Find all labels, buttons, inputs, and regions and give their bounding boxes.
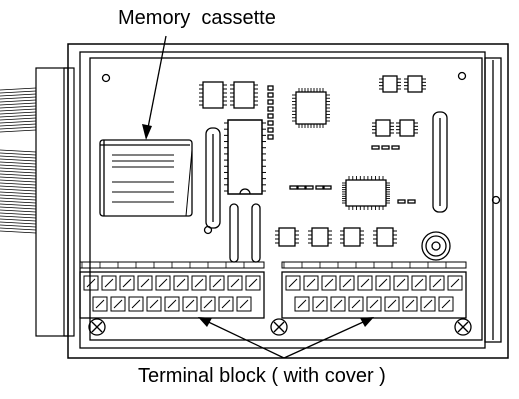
resistor <box>397 199 406 204</box>
ic-chips <box>199 75 426 247</box>
terminal-screw <box>285 275 301 291</box>
terminal-screw <box>321 275 337 291</box>
terminal-screw <box>294 296 310 312</box>
dip-chip-small <box>373 227 397 247</box>
socket-left <box>205 127 221 229</box>
terminal-screw <box>339 275 355 291</box>
ribbon-cable <box>0 67 75 337</box>
terminal-screw <box>83 275 99 291</box>
dip-chip-small <box>372 119 394 137</box>
terminal-screw <box>218 296 234 312</box>
terminal-screw <box>375 275 391 291</box>
terminal-screw <box>227 275 243 291</box>
resistor <box>407 199 416 204</box>
resistor <box>267 127 274 133</box>
terminal-screw <box>110 296 126 312</box>
resistor <box>267 85 274 91</box>
dip-chip-small <box>340 227 364 247</box>
resistor <box>267 134 274 140</box>
small-components <box>267 85 416 204</box>
terminal-screw <box>101 275 117 291</box>
terminal-screw <box>384 296 400 312</box>
terminal-screw <box>173 275 189 291</box>
resistor <box>289 185 298 190</box>
dip-chip-small <box>396 119 418 137</box>
socket-right <box>432 111 448 213</box>
terminal-screw <box>182 296 198 312</box>
qfp-chip <box>292 88 330 128</box>
mounting-hole <box>457 71 467 81</box>
terminal-screw <box>348 296 364 312</box>
terminal-screw <box>447 275 463 291</box>
terminal-screw <box>146 296 162 312</box>
resistor <box>371 145 380 150</box>
dip-chip-small <box>308 227 332 247</box>
terminal-screw <box>438 296 454 312</box>
terminal-body <box>79 271 265 319</box>
slots <box>229 203 261 263</box>
terminal-screw <box>330 296 346 312</box>
dip-chip-small <box>275 227 299 247</box>
terminal-screw <box>128 296 144 312</box>
pcb-board <box>89 57 483 341</box>
memory-cassette-label: Memory cassette <box>118 7 276 29</box>
terminal-screw <box>393 275 409 291</box>
terminal-screw <box>312 296 328 312</box>
terminal-screw <box>357 275 373 291</box>
dip-chip <box>199 81 227 109</box>
resistor <box>315 185 324 190</box>
terminal-screw <box>191 275 207 291</box>
terminal-screw <box>245 275 261 291</box>
callout-terminal-block <box>198 317 374 359</box>
terminal-screw <box>411 275 427 291</box>
resistor <box>381 145 390 150</box>
terminal-screw <box>200 296 216 312</box>
resistor <box>267 92 274 98</box>
bottom-screws <box>88 318 472 336</box>
housing <box>67 43 509 359</box>
resistor <box>267 120 274 126</box>
dip-chip-large <box>224 119 266 195</box>
terminal-screw <box>209 275 225 291</box>
dip-chip-center <box>227 119 263 195</box>
resistor <box>267 106 274 112</box>
terminal-block-right <box>281 261 467 319</box>
qfp-chip <box>342 176 390 210</box>
terminal-block-left <box>79 261 265 319</box>
buzzer-component <box>421 231 451 261</box>
terminal-screw <box>429 275 445 291</box>
terminal-screw <box>366 296 382 312</box>
terminal-screw <box>303 275 319 291</box>
mounting-hole <box>101 73 111 83</box>
terminal-screw <box>92 296 108 312</box>
terminal-screw <box>420 296 436 312</box>
resistor <box>323 185 332 190</box>
terminal-screw <box>236 296 252 312</box>
terminal-block-label: Terminal block ( with cover ) <box>138 365 386 387</box>
memory-cassette <box>99 139 193 217</box>
callout-memory-cassette <box>142 35 167 140</box>
resistor <box>267 99 274 105</box>
terminal-screw <box>119 275 135 291</box>
terminal-screw <box>402 296 418 312</box>
resistor <box>305 185 314 190</box>
terminal-screw <box>164 296 180 312</box>
terminal-screw <box>137 275 153 291</box>
dip-chip <box>230 81 258 109</box>
terminal-screw <box>155 275 171 291</box>
terminal-body <box>281 271 467 319</box>
resistor <box>391 145 400 150</box>
resistor <box>267 113 274 119</box>
dip-chip-small <box>404 75 426 93</box>
dip-chip-small <box>379 75 401 93</box>
resistor <box>297 185 306 190</box>
